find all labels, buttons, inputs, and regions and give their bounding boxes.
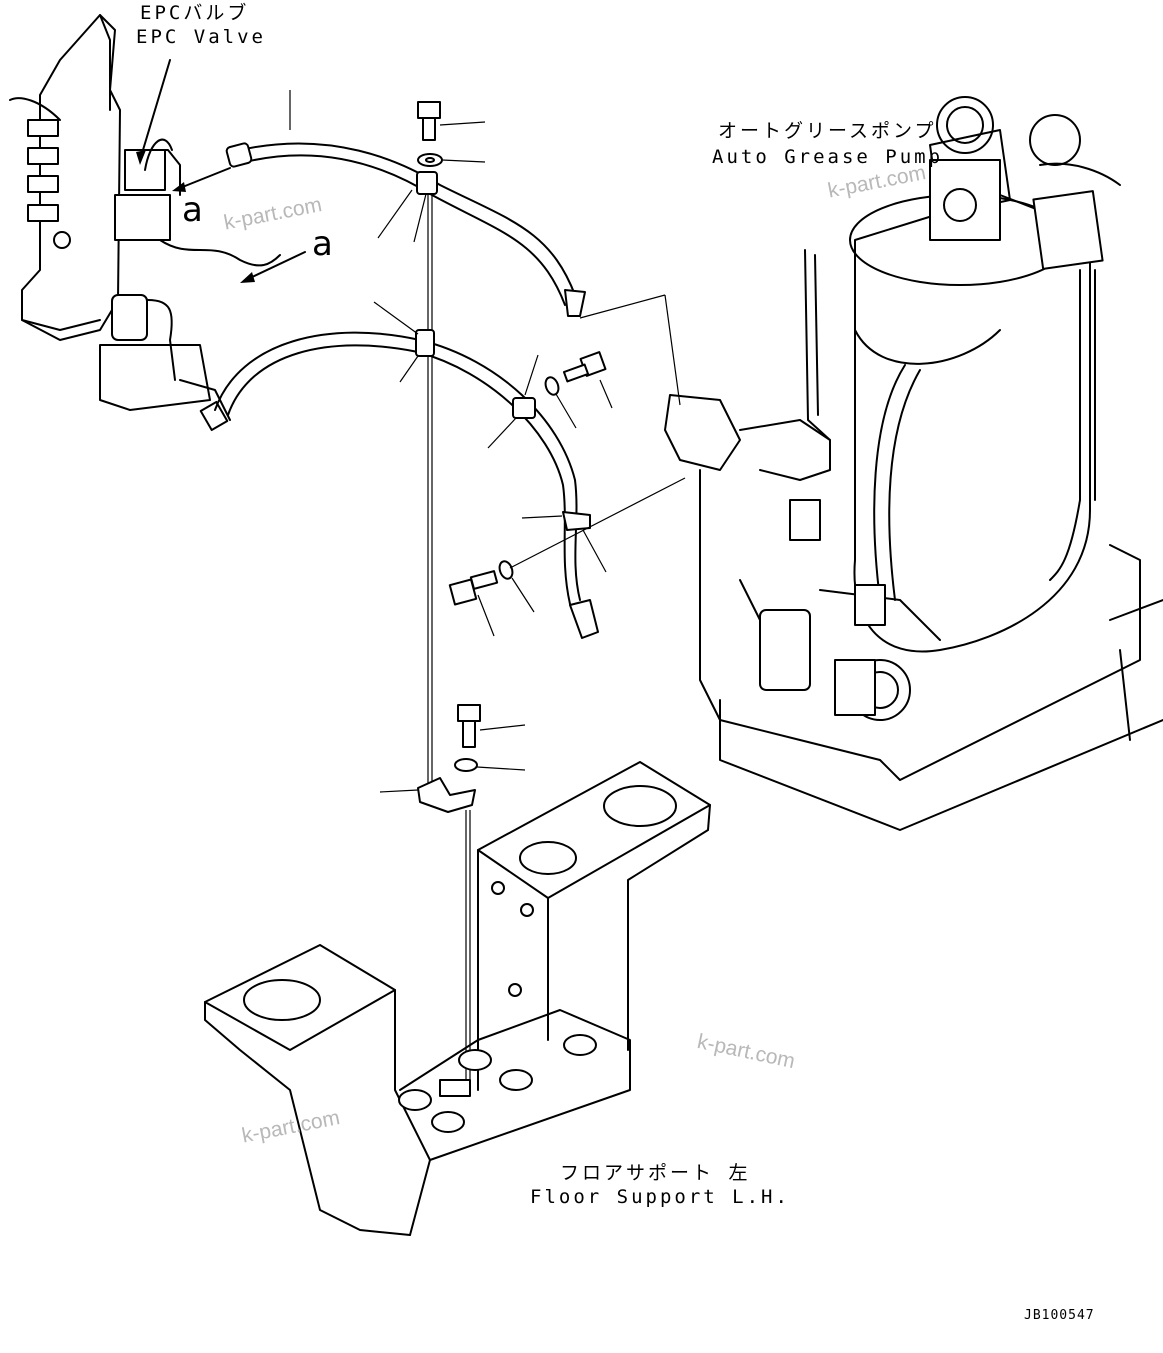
- clamp-bolts-lower: [379, 704, 526, 1080]
- epc-valve-assembly: [9, 14, 306, 432]
- epc-valve-label-jp: EPCバルブ: [140, 2, 250, 24]
- hose-upper: [225, 90, 681, 406]
- hose-lower: [214, 301, 607, 639]
- floor-support: [204, 761, 711, 1236]
- clamp-bolts-upper: [377, 101, 486, 790]
- auto-grease-pump-label-jp: オートグリースポンプ: [718, 120, 937, 142]
- bolts-middle: [448, 351, 686, 637]
- drawing-code: JB100547: [1024, 1308, 1095, 1323]
- epc-valve-label-en: EPC Valve: [136, 26, 266, 48]
- floor-support-label-en: Floor Support L.H.: [530, 1186, 790, 1208]
- ref-letter-a-upper: a: [182, 190, 203, 230]
- floor-support-label-jp: フロアサポート 左: [560, 1162, 751, 1184]
- auto-grease-pump-label-en: Auto Grease Pump: [712, 146, 944, 168]
- ref-letter-a-lower: a: [312, 224, 333, 264]
- auto-grease-pump-assembly: [664, 96, 1163, 831]
